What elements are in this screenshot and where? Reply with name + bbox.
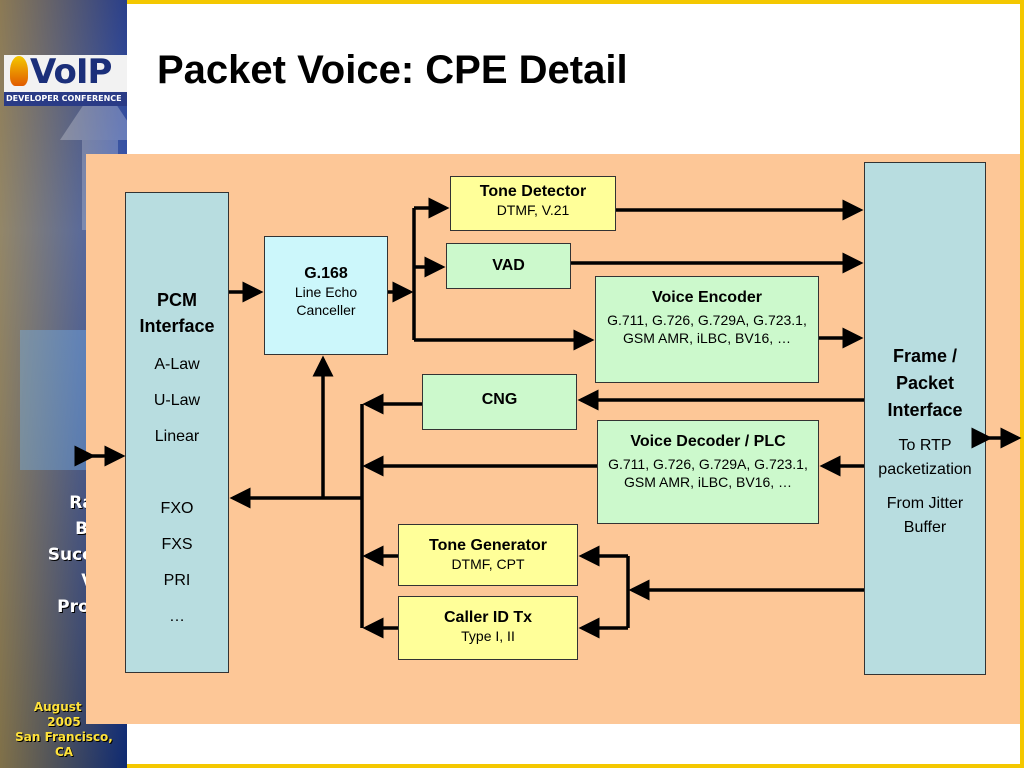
date-line: 2005 xyxy=(47,715,81,729)
logo-flame-icon xyxy=(10,56,28,86)
tone-detector-sub: DTMF, V.21 xyxy=(496,202,570,218)
cng-box: CNG xyxy=(422,374,577,430)
pcm-item: U-Law xyxy=(153,392,201,409)
slide-title: Packet Voice: CPE Detail xyxy=(157,48,628,92)
frame-title: Packet xyxy=(895,373,955,393)
g168-box: G.168 Line Echo Canceller xyxy=(264,236,388,355)
frame-packet-interface-box: Frame / Packet Interface To RTP packetiz… xyxy=(864,162,986,675)
tone-detector-title: Tone Detector xyxy=(479,183,587,200)
caller-id-box: Caller ID Tx Type I, II xyxy=(398,596,578,660)
pcm-title: PCM xyxy=(157,290,197,310)
pcm-item: A-Law xyxy=(154,356,200,373)
g168-title: G.168 xyxy=(304,265,348,282)
pcm-interface-box: PCM Interface A-Law U-Law Linear FXO FXS… xyxy=(125,192,229,673)
tone-generator-title: Tone Generator xyxy=(429,537,547,554)
frame-rtp: To RTP xyxy=(898,437,952,454)
pcm-title: Interface xyxy=(139,316,215,336)
voice-encoder-title: Voice Encoder xyxy=(652,289,762,306)
logo-brand: VoIP xyxy=(30,52,112,92)
g168-line: Line Echo xyxy=(294,284,358,300)
cng-title: CNG xyxy=(481,391,518,408)
pcm-item: Linear xyxy=(154,428,200,445)
frame-jitter: From Jitter xyxy=(886,495,964,512)
date-line: San Francisco, xyxy=(15,730,113,744)
tone-generator-box: Tone Generator DTMF, CPT xyxy=(398,524,578,586)
pcm-item: PRI xyxy=(163,572,191,589)
vad-box: VAD xyxy=(446,243,571,289)
frame-title: Interface xyxy=(887,400,963,420)
tone-generator-sub: DTMF, CPT xyxy=(451,556,525,572)
frame-title: Frame / xyxy=(892,346,958,366)
voice-decoder-codecs: GSM AMR, iLBC, BV16, … xyxy=(623,474,793,490)
g168-line: Canceller xyxy=(296,302,356,318)
voice-decoder-title: Voice Decoder / PLC xyxy=(630,433,786,450)
voice-encoder-box: Voice Encoder G.711, G.726, G.729A, G.72… xyxy=(595,276,819,383)
caller-id-sub: Type I, II xyxy=(461,628,515,644)
vad-title: VAD xyxy=(492,257,525,274)
voice-encoder-codecs: GSM AMR, iLBC, BV16, … xyxy=(622,330,792,346)
event-date-location: August 2 2005 San Francisco, CA xyxy=(4,700,124,760)
date-line: August 2 xyxy=(33,700,95,714)
voice-encoder-codecs: G.711, G.726, G.729A, G.723.1, xyxy=(607,312,807,328)
pcm-item: … xyxy=(169,608,185,625)
frame-rtp: packetization xyxy=(878,461,972,478)
date-line: CA xyxy=(54,745,74,759)
pcm-item: FXS xyxy=(161,536,193,553)
caller-id-title: Caller ID Tx xyxy=(443,609,533,626)
logo-subtitle: DEVELOPER CONFERENCE xyxy=(6,94,122,103)
pcm-item: FXO xyxy=(160,500,194,517)
voice-decoder-codecs: G.711, G.726, G.729A, G.723.1, xyxy=(608,456,808,472)
logo-bar xyxy=(4,92,127,106)
frame-jitter: Buffer xyxy=(903,519,947,536)
tone-detector-box: Tone Detector DTMF, V.21 xyxy=(450,176,616,231)
voice-decoder-box: Voice Decoder / PLC G.711, G.726, G.729A… xyxy=(597,420,819,524)
